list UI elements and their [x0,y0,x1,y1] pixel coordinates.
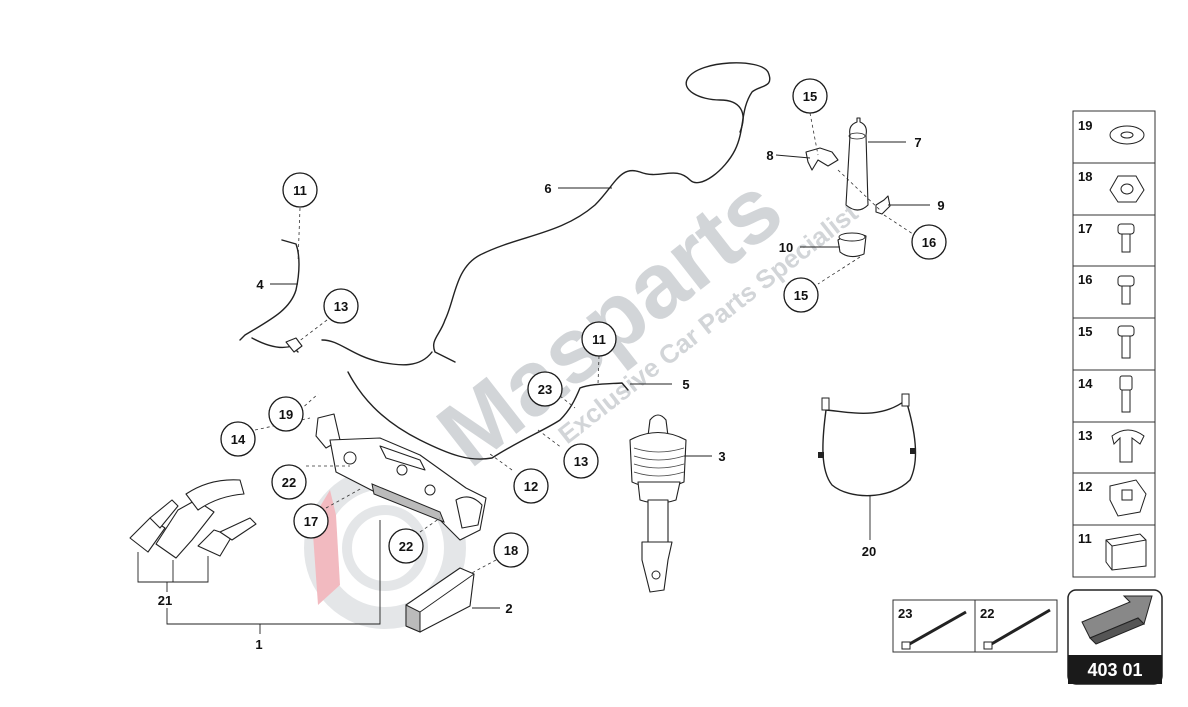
label-7: 7 [914,135,921,150]
legend-num-23: 23 [898,606,912,621]
svg-text:22: 22 [282,475,296,490]
legend-column: 19 18 17 16 15 14 13 [1072,110,1156,578]
callout-11-upper-left: 11 [282,172,318,208]
connectors-21 [129,479,257,559]
callout-13-upper-left: 13 [323,288,359,324]
svg-text:11: 11 [592,332,606,347]
label-21: 21 [158,593,172,608]
label-1: 1 [255,637,262,652]
svg-text:16: 16 [922,235,936,250]
clip-icon [1111,429,1145,463]
label-6: 6 [544,181,551,196]
bolt-icon [1117,275,1135,305]
cable-tie-boxes: 23 22 [892,599,1058,653]
svg-text:11: 11 [293,183,307,198]
watermark-brand: Masparts [420,157,801,486]
label-8: 8 [766,148,773,163]
bracket-8 [805,147,839,171]
legend-num-16: 16 [1078,272,1092,287]
screw-icon [1119,375,1133,413]
callout-13-middle: 13 [563,443,599,479]
svg-text:23: 23 [538,382,552,397]
pressure-line-4 [239,239,303,353]
svg-text:13: 13 [334,299,348,314]
callout-23: 23 [527,371,563,407]
accumulator-7 [845,117,869,211]
callout-14: 14 [220,421,256,457]
svg-text:19: 19 [279,407,293,422]
svg-text:14: 14 [231,432,246,447]
callout-18: 18 [493,532,529,568]
legend-num-22: 22 [980,606,994,621]
bolt-icon [1117,223,1135,253]
holder-icon [1109,479,1147,517]
legend-num-18: 18 [1078,169,1092,184]
bracket-9 [875,195,891,215]
section-badge: 403 01 [1067,589,1163,685]
callout-15-top: 15 [792,78,828,114]
pressure-line-6 [321,62,771,366]
pressure-line-5 [347,371,629,460]
washer-icon [1109,125,1145,145]
cable-tie-icon [901,610,967,650]
grommet-icon [1105,533,1147,571]
badge-code: 403 01 [1087,660,1142,680]
callout-19: 19 [268,396,304,432]
leader-lines [137,112,930,634]
label-2: 2 [505,601,512,616]
valve-block-1 [315,413,487,541]
legend-num-17: 17 [1078,221,1092,236]
svg-text:17: 17 [304,514,318,529]
callout-12: 12 [513,468,549,504]
svg-text:18: 18 [504,543,518,558]
legend-num-19: 19 [1078,118,1092,133]
callout-22-left: 22 [271,464,307,500]
control-unit-2 [405,567,475,633]
direction-arrow-icon [1081,595,1153,645]
label-9: 9 [937,198,944,213]
callout-15-lower: 15 [783,277,819,313]
svg-text:15: 15 [803,89,817,104]
nut-icon [1109,175,1145,203]
label-10: 10 [779,240,793,255]
callout-11-middle: 11 [581,321,617,357]
label-4: 4 [256,277,264,292]
label-5: 5 [682,377,689,392]
label-3: 3 [718,449,725,464]
cable-20 [818,393,917,497]
callout-17: 17 [293,503,329,539]
legend-num-15: 15 [1078,324,1092,339]
svg-text:13: 13 [574,454,588,469]
svg-text:15: 15 [794,288,808,303]
svg-text:22: 22 [399,539,413,554]
legend-num-14: 14 [1078,376,1093,391]
legend-num-12: 12 [1078,479,1092,494]
label-20: 20 [862,544,876,559]
legend-num-13: 13 [1078,428,1092,443]
legend-num-11: 11 [1078,531,1092,546]
cable-tie-icon [983,608,1051,650]
svg-text:12: 12 [524,479,538,494]
bolt-icon [1117,325,1135,359]
callout-16: 16 [911,224,947,260]
callout-22-lower: 22 [388,528,424,564]
air-strut-3 [629,414,687,593]
clamp-10 [837,232,867,258]
